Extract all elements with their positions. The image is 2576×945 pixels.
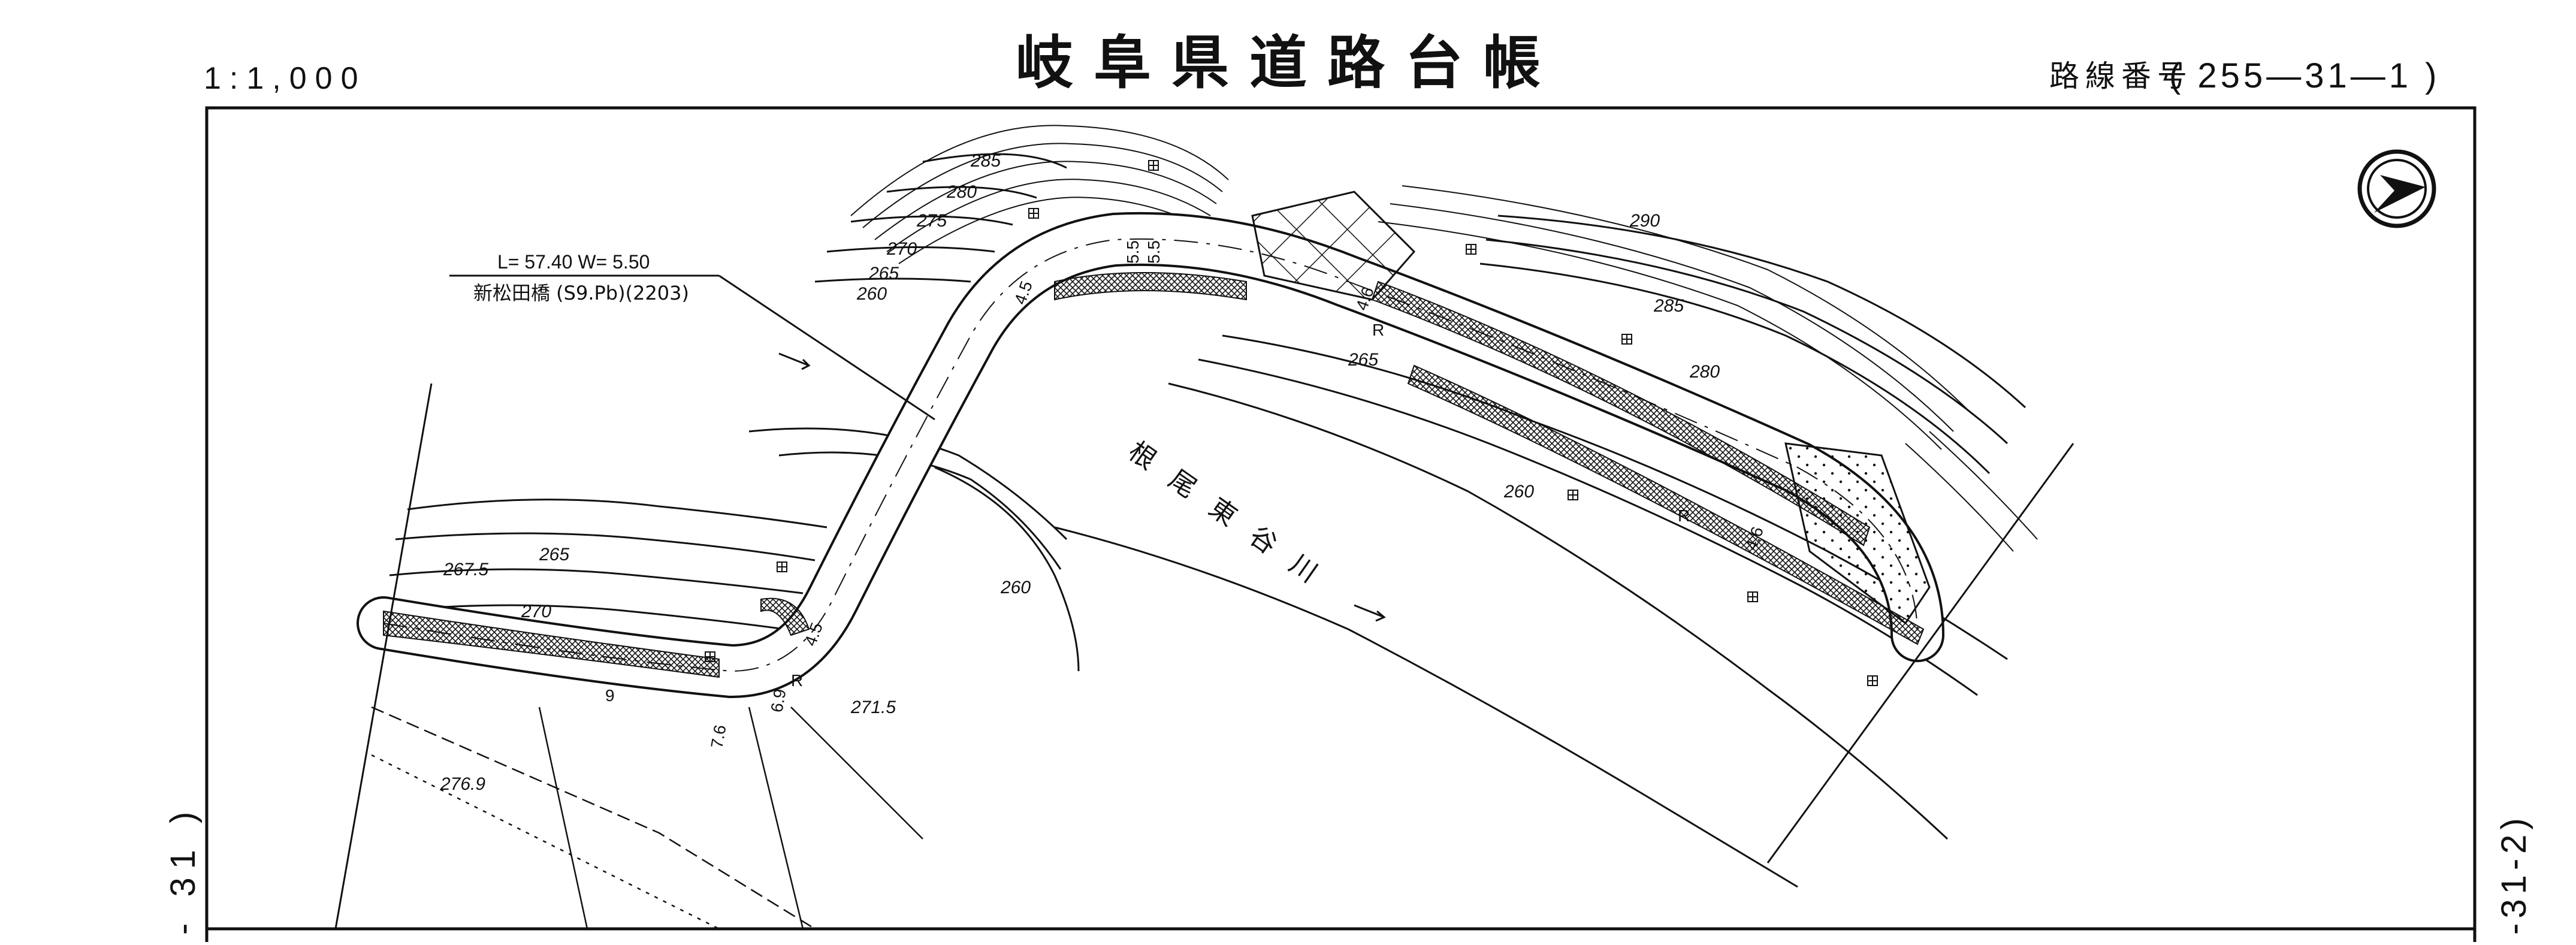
contour-label: 285 [970,151,1001,171]
route-label: 路線番号 [2049,59,2193,93]
curve-label: R [1678,506,1690,525]
right-margin-label: -31-2) [2495,813,2533,935]
river-name: 根尾東谷川 [1123,436,1342,602]
left-margin-label: - 31 ) [164,804,203,935]
contour-label: 265 [539,545,569,564]
benchmark-icon [1621,334,1632,345]
benchmark-icon [1747,591,1758,602]
contour-label: 280 [1689,362,1720,382]
contour-label: 276.9 [440,774,485,794]
bridge-dimensions: L= 57.40 W= 5.50 [497,251,650,273]
map-title: 岐阜県道路台帳 [1016,29,1561,96]
benchmark-icon [1568,490,1578,500]
width-label: 9 [605,686,615,705]
scale-label: 1:1,000 [204,61,367,96]
contour-label: 270 [886,239,917,259]
land-use-areas [1251,191,1931,625]
width-label: 6.9 [767,687,789,714]
river-banks [1054,382,1949,888]
width-label: 5.5 [1144,240,1163,264]
benchmark-icon [1148,160,1159,171]
benchmark-icon [777,561,787,572]
benchmark-icon [705,651,715,662]
property-boundaries [371,706,923,930]
contour-label: 285 [1653,296,1684,316]
benchmark-icon [1466,244,1476,255]
contour-label: 275 [916,211,947,231]
north-arrow-icon [2357,149,2436,228]
flow-arrow-icon-2 [1354,604,1386,622]
contour-label: 260 [1000,578,1031,597]
contours-southwest [383,427,1080,672]
benchmark-icon [1867,675,1878,686]
flow-arrow-icon [778,352,811,370]
contour-label: 260 [856,284,887,304]
prefectural-road [357,212,1944,698]
bridge-name: 新松田橋 (S9.Pb)(2203) [473,282,689,304]
curve-label: R [791,671,803,690]
benchmark-icon [1028,208,1039,219]
contour-label: 271.5 [850,698,896,717]
contour-label: 265 [1348,350,1378,370]
width-label: 7.6 [707,723,729,750]
contour-label: 267.5 [443,560,488,579]
road-centerline [383,238,1918,672]
contour-label: 265 [868,264,899,283]
map-frame [205,106,2477,945]
contour-labels: 285 280 275 270 265 260 290 285 280 265 … [440,151,1720,794]
route-number: ( 255—31—1 ) [2169,56,2440,95]
width-label: 5.5 [1124,240,1142,264]
contour-label: 280 [946,182,977,202]
benchmark-symbols [705,160,1878,686]
sheet-diagonal-edges [334,383,2074,929]
contour-label: 260 [1503,482,1534,502]
contours-north [814,153,2027,696]
curve-label: R [1372,321,1384,339]
contour-label: 290 [1629,211,1660,231]
retaining-walls [383,272,1925,678]
slope-hachures-north [850,125,2038,552]
contour-label: 270 [521,602,551,621]
bridge-callout: L= 57.40 W= 5.50 新松田橋 (S9.Pb)(2203) [449,251,935,421]
